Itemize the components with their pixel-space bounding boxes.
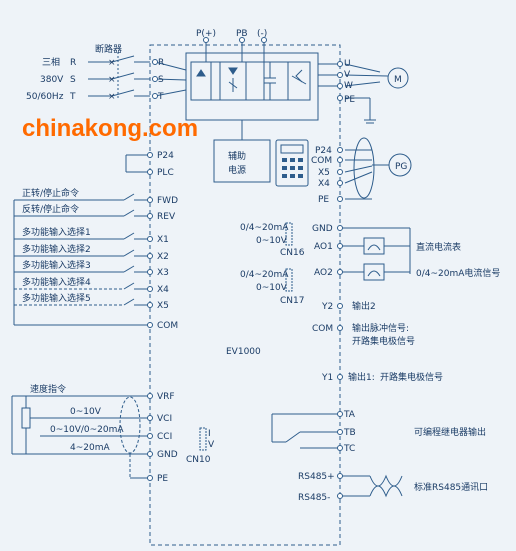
right-tb: TB bbox=[343, 428, 356, 438]
terminal-w: W bbox=[344, 81, 353, 91]
label-out1: 输出1: bbox=[348, 371, 375, 383]
motor-label: M bbox=[394, 75, 402, 85]
label-rs485: 标准RS485通讯口 bbox=[414, 481, 488, 493]
label-pulse1: 输出脉冲信号: bbox=[352, 322, 409, 334]
power-label-0: 三相 bbox=[42, 56, 60, 68]
model-label: EV1000 bbox=[226, 347, 261, 357]
terminal-dots bbox=[147, 37, 343, 499]
label-relay: 可编程继电器输出 bbox=[414, 426, 486, 438]
watermark-text: chinakong.com bbox=[22, 115, 198, 142]
right-pe: PE bbox=[318, 195, 329, 205]
left-x2: X2 bbox=[157, 252, 169, 262]
p-plus-label: P(+) bbox=[196, 29, 216, 39]
right-y2: Y2 bbox=[321, 302, 333, 312]
motor-symbol bbox=[387, 67, 409, 89]
label-speed: 速度指令 bbox=[30, 383, 66, 395]
cn16-line1: 0/4~20mA bbox=[240, 223, 289, 233]
label-out2: 输出2 bbox=[352, 300, 376, 312]
cn10-name: CN10 bbox=[186, 455, 211, 465]
power-terminal-0: R bbox=[70, 58, 76, 68]
left-x3: X3 bbox=[157, 268, 169, 278]
terminal-s: S bbox=[158, 75, 164, 85]
label-x1: 多功能输入选择1 bbox=[22, 226, 91, 238]
label-pulse2: 开路集电极信号 bbox=[352, 335, 415, 347]
label-x3: 多功能输入选择3 bbox=[22, 259, 91, 271]
label-fwd: 正转/停止命令 bbox=[22, 187, 79, 199]
svg-text:×: × bbox=[108, 92, 116, 102]
aux-power-box bbox=[213, 139, 271, 183]
label-x5: 多功能输入选择5 bbox=[22, 292, 91, 304]
right-tc: TC bbox=[343, 444, 355, 454]
left-x5: X5 bbox=[157, 301, 169, 311]
label-rev: 反转/停止命令 bbox=[22, 203, 79, 215]
power-stage-box bbox=[185, 52, 319, 121]
right-gnd: GND bbox=[312, 224, 333, 234]
left-cci: CCI bbox=[157, 432, 172, 442]
right-p24: P24 bbox=[315, 146, 332, 156]
label-x4: 多功能输入选择4 bbox=[22, 276, 91, 288]
pg-label: PG bbox=[395, 162, 407, 172]
right-rs485p: RS485+ bbox=[298, 472, 335, 482]
left-gnd: GND bbox=[157, 450, 178, 460]
cn17-line1: 0/4~20mA bbox=[240, 270, 289, 280]
right-rs485m: RS485- bbox=[298, 493, 330, 503]
left-x4: X4 bbox=[157, 285, 169, 295]
right-com2: COM bbox=[312, 324, 333, 334]
terminal-t: T bbox=[157, 92, 164, 102]
inverter-outline bbox=[149, 44, 341, 546]
aux-power-line2: 电源 bbox=[228, 164, 246, 176]
terminal-u: U bbox=[344, 59, 351, 69]
keypad-buttons bbox=[282, 158, 303, 178]
left-p24: P24 bbox=[157, 151, 174, 161]
label-dc-meter: 直流电流表 bbox=[416, 241, 461, 253]
aux-power-line1: 辅助 bbox=[228, 150, 246, 162]
minus-label: (-) bbox=[257, 29, 267, 39]
label-out1b: 开路集电极信号 bbox=[380, 371, 443, 383]
cn17-line2: 0~10V bbox=[256, 283, 288, 293]
cn10-i: I bbox=[208, 429, 211, 439]
label-ao-signal: 0/4~20mA电流信号 bbox=[416, 267, 500, 279]
right-ao1: AO1 bbox=[314, 242, 333, 252]
label-v010ma: 0~10V/0~20mA bbox=[50, 425, 124, 435]
right-ta: TA bbox=[343, 410, 356, 420]
left-x1: X1 bbox=[157, 235, 169, 245]
right-x4: X4 bbox=[318, 179, 330, 189]
left-rev: REV bbox=[157, 212, 176, 222]
left-pe: PE bbox=[157, 474, 168, 484]
left-vrf: VRF bbox=[157, 392, 175, 402]
cn16-name: CN16 bbox=[280, 248, 305, 258]
label-420ma: 4~20mA bbox=[70, 443, 110, 453]
right-com1: COM bbox=[311, 156, 332, 166]
cn17-name: CN17 bbox=[280, 296, 304, 306]
pb-label: PB bbox=[236, 29, 248, 39]
right-x5: X5 bbox=[318, 168, 330, 178]
power-label-1: 380V bbox=[40, 75, 64, 85]
breaker-label: 断路器 bbox=[95, 43, 122, 55]
left-vci: VCI bbox=[157, 414, 172, 424]
terminal-pe-top: PE bbox=[344, 95, 355, 105]
cn10-v: V bbox=[208, 440, 215, 450]
right-ao2: AO2 bbox=[314, 268, 333, 278]
terminal-r: R bbox=[158, 58, 164, 68]
left-com: COM bbox=[157, 321, 178, 331]
terminal-v: V bbox=[344, 70, 351, 80]
svg-text:×: × bbox=[108, 58, 116, 68]
right-y1: Y1 bbox=[321, 373, 333, 383]
label-x2: 多功能输入选择2 bbox=[22, 243, 91, 255]
left-plc: PLC bbox=[157, 168, 174, 178]
label-v010: 0~10V bbox=[70, 407, 102, 417]
cn16-line2: 0~10V bbox=[256, 236, 288, 246]
keypad-box bbox=[275, 139, 309, 187]
power-terminal-1: S bbox=[70, 75, 76, 85]
power-label-2: 50/60Hz bbox=[26, 92, 64, 102]
svg-text:×: × bbox=[108, 75, 116, 85]
power-terminal-2: T bbox=[69, 92, 76, 102]
left-fwd: FWD bbox=[157, 196, 178, 206]
